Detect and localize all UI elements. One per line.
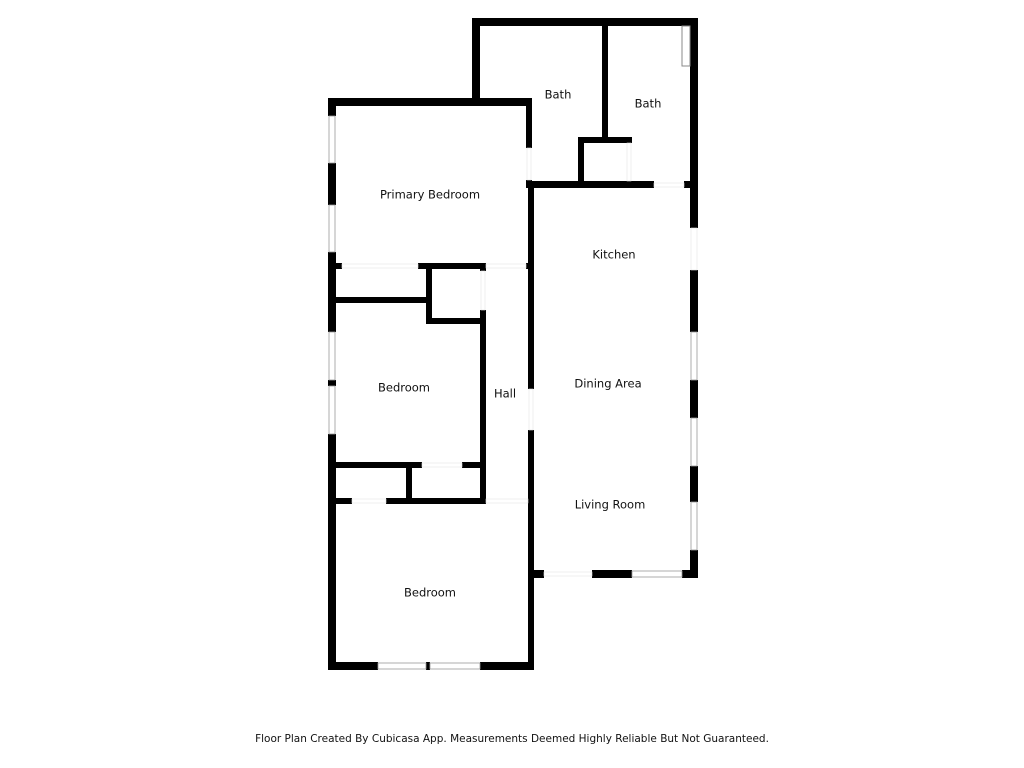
room-labels: Bath Bath Primary Bedroom Kitchen Bedroo… xyxy=(378,88,661,600)
windows xyxy=(328,25,698,670)
interior-walls xyxy=(328,22,698,578)
bath-fixture xyxy=(681,25,691,67)
window-dining-1 xyxy=(690,331,698,381)
room-label-living-room: Living Room xyxy=(575,498,646,512)
room-label-kitchen: Kitchen xyxy=(592,248,635,262)
room-label-dining-area: Dining Area xyxy=(574,377,641,391)
openings xyxy=(341,142,698,577)
room-label-hall: Hall xyxy=(494,387,516,401)
window-living xyxy=(690,501,698,551)
room-label-bath-1: Bath xyxy=(545,88,572,102)
disclaimer-footer: Floor Plan Created By Cubicasa App. Meas… xyxy=(255,733,769,745)
exterior-walls xyxy=(328,18,698,670)
window-primary-2 xyxy=(328,204,336,253)
room-label-bath-2: Bath xyxy=(635,97,662,111)
window-bedroom2-2 xyxy=(328,385,336,435)
room-label-bedroom-2: Bedroom xyxy=(378,381,430,395)
window-living-bottom xyxy=(631,570,683,578)
window-primary-1 xyxy=(328,115,336,164)
room-label-primary-bedroom: Primary Bedroom xyxy=(380,188,480,202)
room-label-bedroom-3: Bedroom xyxy=(404,586,456,600)
window-bedroom3-1 xyxy=(377,662,427,670)
window-bedroom2-1 xyxy=(328,331,336,381)
window-bedroom3-2 xyxy=(429,662,481,670)
window-dining-2 xyxy=(690,417,698,467)
